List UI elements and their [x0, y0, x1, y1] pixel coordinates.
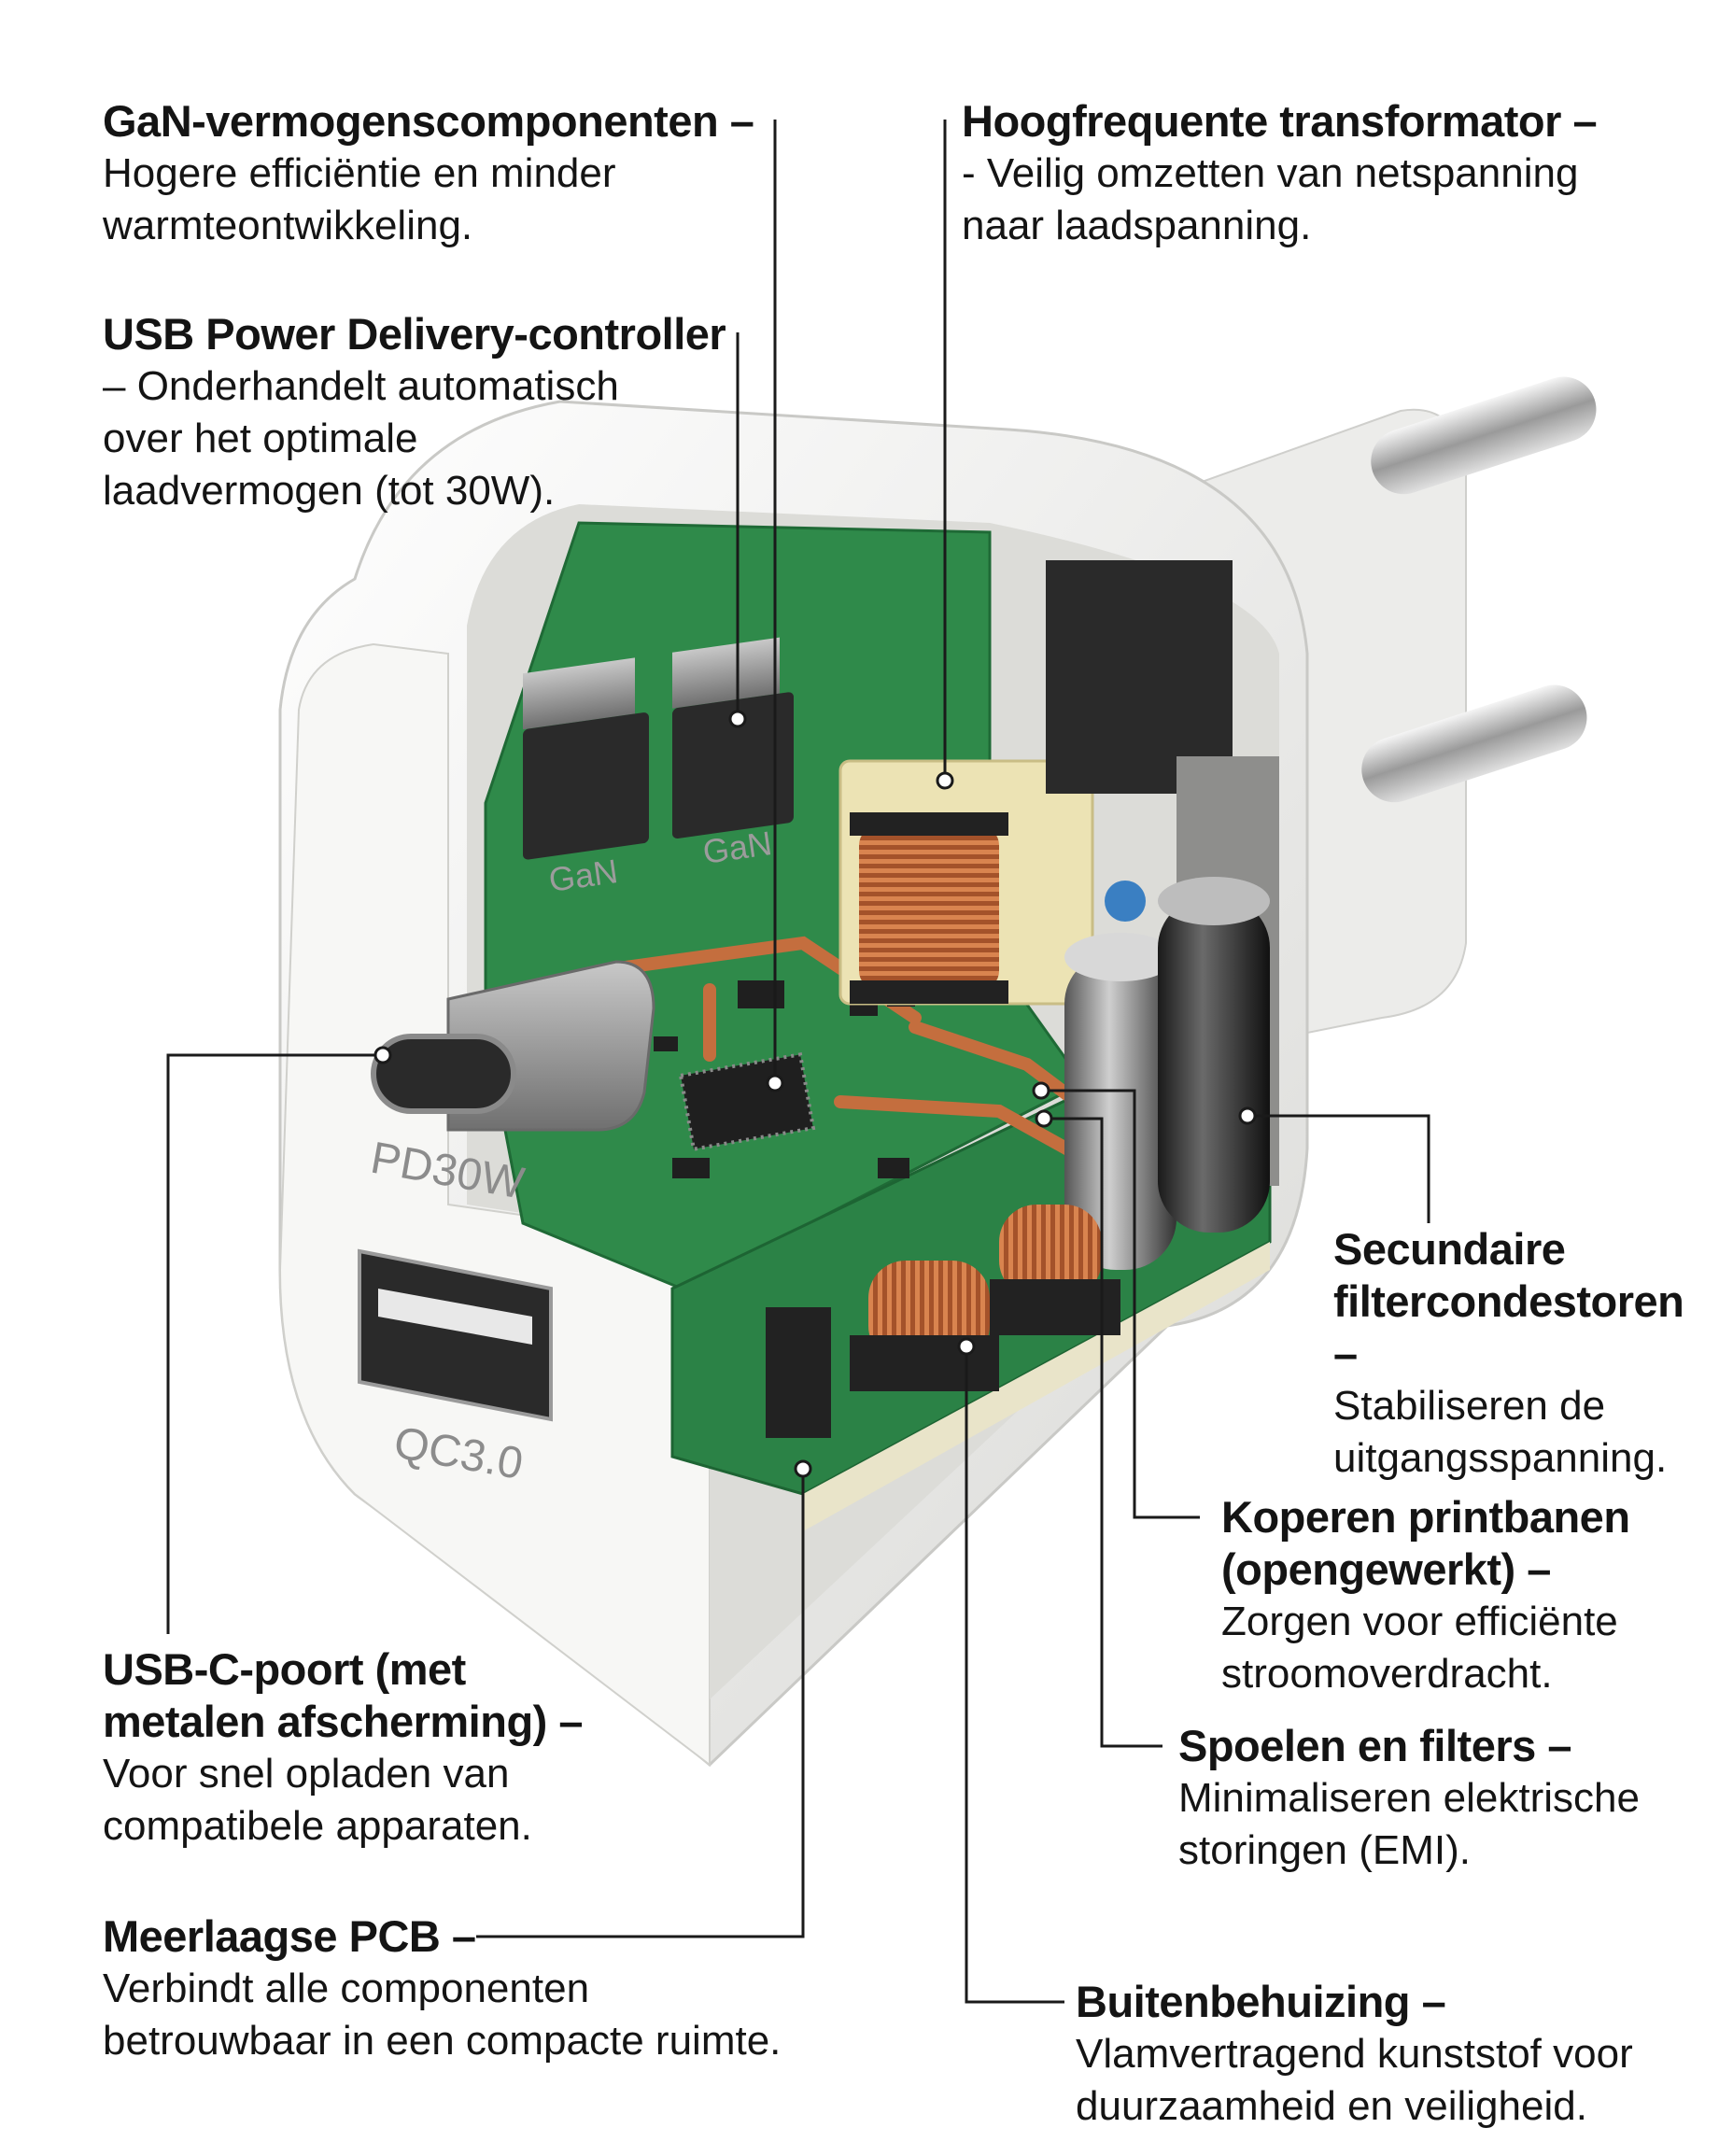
callout-body: Zorgen voor efficiënte stroomoverdracht.: [1221, 1599, 1618, 1697]
gan-tab: [672, 637, 780, 709]
gan-chip-2: GaN: [672, 637, 794, 871]
callout-dash: –: [451, 1911, 476, 1961]
callout-body: Voor snel opladen van compatibele appara…: [103, 1751, 532, 1849]
callout-body: Minimaliseren elektrische storingen (EMI…: [1178, 1775, 1640, 1873]
leader-line-capacitors: [1247, 1114, 1430, 1223]
callout-title: Secundaire filtercondestoren: [1333, 1224, 1684, 1326]
usb-a-port: QC3.0: [358, 1248, 553, 1489]
gan-chip-label: GaN: [700, 824, 774, 871]
gan-chip-1: GaN: [523, 657, 649, 899]
leader-line-usb-c: [166, 1053, 383, 1634]
capacitor-1: [1064, 952, 1176, 1270]
blue-capacitor: [1105, 881, 1146, 922]
leader-line-traces: [1041, 1089, 1200, 1519]
capacitor-2: [1158, 896, 1270, 1233]
gan-chip-label: GaN: [546, 852, 620, 899]
callout-body: Hogere efficiëntie en minder warmteontwi…: [103, 150, 616, 248]
callout-body: Verbindt alle componenten betrouwbaar in…: [103, 1966, 782, 2064]
gan-chip-body: [672, 692, 794, 839]
callout-title: USB-C-poort (met metalen afscherming): [103, 1644, 547, 1746]
usb-a-opening: [358, 1248, 553, 1422]
leader-line-pcb: [476, 1469, 805, 1938]
callout-capacitors: Secundaire filtercondestoren – Stabilise…: [1333, 1223, 1716, 1485]
callout-housing: Buitenbehuizing – Vlamvertragend kunstst…: [1076, 1976, 1692, 2133]
leader-dot: [373, 1046, 392, 1064]
callout-dash: –: [1421, 1977, 1446, 2026]
callout-traces: Koperen printbanen (opengewerkt) – Zorge…: [1221, 1491, 1688, 1700]
callout-title: Koperen printbanen (opengewerkt): [1221, 1492, 1630, 1594]
callout-body: Stabiliseren de uitgangsspanning.: [1333, 1383, 1668, 1481]
capacitor-2-top: [1158, 877, 1270, 925]
transformer-coil: [859, 826, 999, 990]
callout-dash: –: [1547, 1721, 1571, 1770]
leader-dots: [373, 710, 1257, 1478]
callout-dash: –: [558, 1697, 584, 1746]
leader-dot: [1238, 1106, 1257, 1125]
callout-pcb: Meerlaagse PCB – Verbindt alle component…: [103, 1910, 812, 2067]
callout-title: USB Power Delivery-controller: [103, 309, 726, 359]
connector-pin-block: [766, 1307, 831, 1438]
callout-title: Buitenbehuizing: [1076, 1977, 1411, 2026]
callout-coils: Spoelen en filters – Minimaliseren elekt…: [1178, 1720, 1701, 1877]
plug-pin-bottom: [1361, 684, 1587, 803]
leader-dot: [1032, 1081, 1050, 1100]
callout-dash: –: [1527, 1544, 1551, 1594]
callout-pd-controller: USB Power Delivery-controller – Onderhan…: [103, 308, 756, 517]
callout-gan: GaN-vermogenscomponenten – Hogere effici…: [103, 95, 775, 252]
transformer: [838, 759, 1094, 1006]
leader-dot: [794, 1459, 812, 1478]
leader-line-housing: [965, 1346, 1064, 2004]
callout-title: Hoogfrequente transformator: [962, 96, 1561, 146]
bridge-rectifier: [1046, 560, 1233, 794]
callout-body: – Onderhandelt automatisch over het opti…: [103, 363, 619, 514]
plug-pin-top: [1371, 376, 1597, 495]
gan-chip-body: [523, 712, 649, 860]
lower-pcb-edge: [803, 1242, 1270, 1531]
smd-part: [738, 980, 784, 1008]
callout-dash: –: [1333, 1329, 1358, 1378]
callout-transformer: Hoogfrequente transformator – - Veilig o…: [962, 95, 1690, 252]
coil-2: [999, 1205, 1102, 1298]
leader-dot: [1035, 1109, 1053, 1128]
coil-base: [850, 1335, 999, 1391]
leader-dot: [936, 771, 954, 790]
smd-part: [654, 1036, 678, 1051]
leader-line-coils: [1044, 1117, 1162, 1748]
callout-title: Meerlaagse PCB: [103, 1911, 441, 1961]
copper-trace: [834, 1095, 1090, 1164]
transformer-bobbin: [850, 980, 1008, 1004]
usb-c-opening: [371, 1034, 516, 1114]
callout-title: Spoelen en filters: [1178, 1721, 1536, 1770]
smd-part: [878, 1158, 909, 1178]
callout-body: Vlamvertragend kunststof voor duurzaamhe…: [1076, 2031, 1633, 2129]
transformer-bobbin: [850, 812, 1008, 836]
usb-a-tongue: [378, 1289, 532, 1345]
callout-title: GaN-vermogenscomponenten: [103, 96, 719, 146]
leader-dot: [766, 1074, 784, 1092]
callout-usb-c: USB-C-poort (met metalen afscherming) – …: [103, 1643, 626, 1853]
coil-base: [990, 1279, 1120, 1335]
callout-dash: –: [1572, 96, 1598, 146]
leader-lines: [166, 120, 1430, 2004]
capacitor-1-top: [1064, 933, 1176, 981]
gan-tab: [523, 657, 635, 730]
emi-coils: [766, 1205, 1120, 1438]
housing-front-face: [278, 642, 711, 1768]
leader-dot: [957, 1337, 976, 1356]
smd-part: [672, 1158, 710, 1178]
callout-dash: –: [729, 96, 754, 146]
gan-transistors: GaN GaN: [523, 637, 794, 899]
filter-capacitors: [1064, 877, 1270, 1270]
callout-body: - Veilig omzetten van netspanning naar l…: [962, 150, 1579, 248]
leader-dot: [728, 710, 747, 728]
